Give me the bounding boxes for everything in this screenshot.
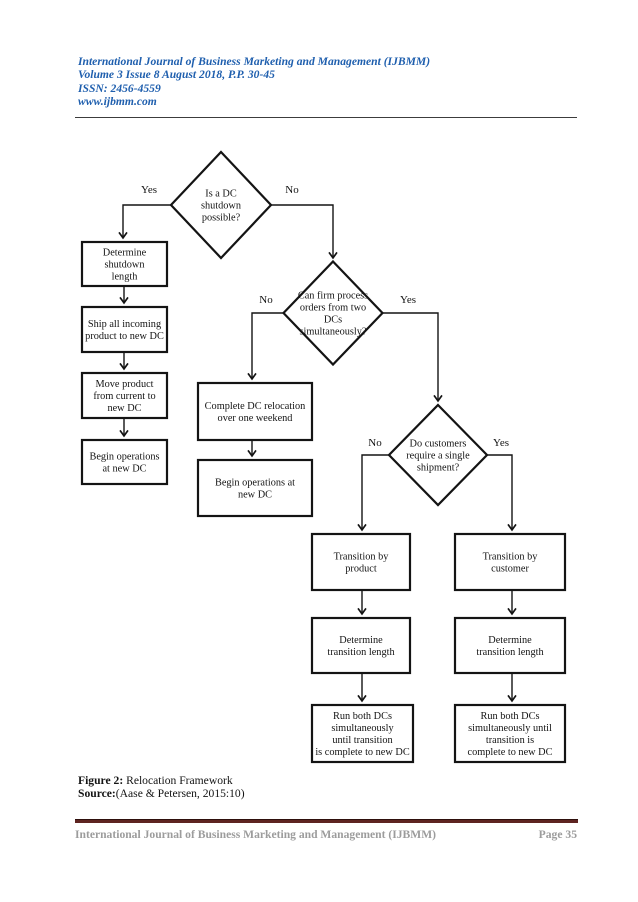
- process-box-shape: [453, 532, 567, 592]
- source-label: Source:: [78, 787, 116, 801]
- source-text: (Aase & Petersen, 2015:10): [115, 787, 245, 801]
- process-box-shape: [310, 532, 412, 592]
- branch-label-yes: Yes: [493, 437, 509, 449]
- figure-caption: Figure 2: Relocation Framework Source:(A…: [78, 774, 498, 800]
- flowchart-connector-arrow: [252, 312, 284, 379]
- branch-label-no: No: [259, 294, 273, 306]
- flowchart-connector-arrow: [123, 204, 171, 238]
- decision-diamond-shape: [281, 259, 385, 367]
- footer-page-number: Page 35: [538, 828, 577, 841]
- flowchart-connector-arrow: [271, 204, 333, 258]
- journal-issn: ISSN: 2456-4559: [78, 81, 161, 95]
- process-box-shape: [310, 616, 412, 675]
- branch-label-yes: Yes: [141, 184, 157, 196]
- footer-journal-name: International Journal of Business Market…: [75, 828, 437, 841]
- decision-diamond-shape: [169, 150, 273, 260]
- header-divider: [75, 117, 577, 118]
- figure-label: Figure 2:: [78, 774, 124, 787]
- journal-url: www.ijbmm.com: [78, 95, 157, 109]
- branch-label-no: No: [368, 437, 382, 449]
- journal-header: International Journal of Business Market…: [78, 55, 578, 109]
- decision-diamond-shape: [387, 403, 489, 507]
- process-box-shape: [80, 371, 169, 420]
- flowchart-connector-arrow: [383, 312, 438, 401]
- figure-source-line: Source:(Aase & Petersen, 2015:10): [78, 787, 498, 800]
- process-box-shape: [80, 240, 169, 288]
- figure-caption-line: Figure 2: Relocation Framework: [78, 774, 498, 787]
- process-box-shape: [453, 703, 567, 764]
- flowchart-connector-arrow: [362, 454, 389, 530]
- page-footer: International Journal of Business Market…: [75, 828, 577, 841]
- process-box-shape: [453, 616, 567, 675]
- process-box-shape: [310, 703, 415, 764]
- figure-title: Relocation Framework: [123, 774, 233, 787]
- process-box-shape: [196, 381, 314, 442]
- branch-label-no: No: [285, 184, 299, 196]
- process-box-shape: [196, 458, 314, 518]
- footer-divider: [75, 819, 578, 824]
- process-box-shape: [80, 305, 169, 354]
- branch-label-yes: Yes: [400, 294, 416, 306]
- process-box-shape: [80, 438, 169, 486]
- journal-volume-issue: Volume 3 Issue 8 August 2018, P.P. 30-45: [78, 68, 275, 82]
- journal-title: International Journal of Business Market…: [78, 55, 431, 68]
- flowchart-connector-arrow: [487, 454, 512, 530]
